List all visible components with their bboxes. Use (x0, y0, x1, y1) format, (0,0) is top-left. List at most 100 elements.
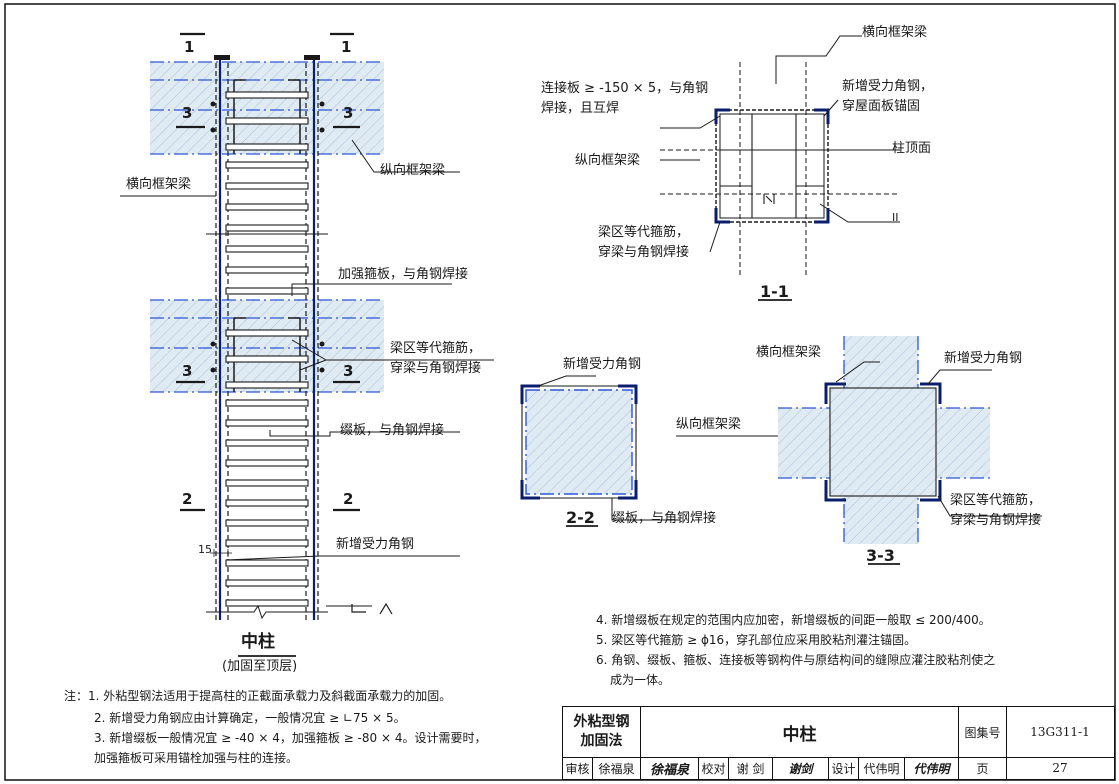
note-1: 注：1. 外粘型钢法适用于提高柱的正截面承载力及斜截面承载力的加固。 (64, 689, 452, 703)
batten-plate-22 (225, 579, 309, 587)
section-mark-2-right: 2 (343, 490, 354, 508)
design-label: 设计 (831, 761, 856, 776)
batten-plate-10 (225, 329, 309, 337)
note-4: 4. 新增缀板在规定的范围内应加密，新增缀板的间距一般取 ≤ 200/400。 (596, 613, 991, 627)
batten-plate-11 (225, 355, 309, 363)
review-name-cell: 徐福泉 (593, 757, 641, 779)
s33-title: 3-3 (866, 546, 895, 565)
s33-label-hoop-2: 穿梁与角钢焊接 (950, 513, 1042, 528)
category-line-1: 外粘型钢 (573, 714, 630, 731)
batten-plate-3 (225, 161, 309, 169)
s11-mark: II (892, 211, 899, 224)
check-name-cell: 谢 剑 (729, 757, 773, 779)
s11-label-hoop-2: 穿梁与角钢焊接 (598, 245, 690, 260)
note-3-cont: 加强箍板可采用锚栓加强与柱的连接。 (94, 751, 299, 765)
batten-plate-0 (225, 91, 309, 99)
note-6-cont: 成为一体。 (610, 673, 671, 687)
design-signature-cell: 代伟明 (905, 757, 959, 779)
page-no: 27 (1052, 761, 1068, 775)
batten-plate-21 (225, 559, 309, 567)
check-name: 谢 剑 (736, 761, 765, 776)
label-strengthen-hoop: 加强箍板，与角钢焊接 (338, 267, 469, 282)
column-elevation (120, 32, 494, 657)
s22-title: 2-2 (566, 508, 595, 527)
batten-plate-5 (225, 203, 309, 211)
batten-plate-2 (225, 143, 309, 151)
section-mark-1-left: 1 (184, 38, 195, 56)
batten-plate-19 (225, 519, 309, 527)
section-mark-1-right: 1 (341, 38, 352, 56)
title-block: 外粘型钢 加固法 中柱 图集号 13G311-1 审核 徐福泉 徐福泉 校对 谢… (562, 706, 1115, 780)
label-longitudinal-beam: 纵向框架梁 (380, 163, 446, 178)
section-2-2 (520, 375, 680, 527)
note-3: 3. 新增缀板一般情况宜 ≥ -40 × 4，加强箍板 ≥ -80 × 4。设计… (94, 731, 487, 745)
drawing-title: 中柱 (782, 724, 817, 745)
section-mark-3-right-top: 3 (343, 104, 354, 122)
check-label: 校对 (701, 761, 726, 776)
review-name: 徐福泉 (598, 761, 635, 776)
page-label: 页 (976, 761, 989, 776)
drawing-title-cell: 中柱 (641, 707, 959, 757)
s11-title: 1-1 (760, 282, 789, 301)
batten-plate-13 (225, 399, 309, 407)
column-subtitle: (加固至顶层) (222, 659, 298, 674)
batten-plate-4 (225, 182, 309, 190)
batten-plate-8 (225, 266, 309, 274)
review-signature-cell: 徐福泉 (641, 757, 699, 779)
section-3-3 (676, 336, 1042, 565)
label-beam-zone-hoop-1: 梁区等代箍筋， (390, 341, 482, 356)
atlas-no-label-cell: 图集号 (959, 707, 1007, 757)
batten-plate-15 (225, 439, 309, 447)
note-5: 5. 梁区等代箍筋 ≥ ϕ16，穿孔部位应采用胶粘剂灌注锚固。 (596, 633, 917, 647)
atlas-no: 13G311-1 (1030, 725, 1090, 739)
check-signature: 谢剑 (788, 761, 813, 776)
sheet-border (4, 3, 1116, 781)
review-signature: 徐福泉 (649, 762, 689, 778)
s11-label-hoop-1: 梁区等代箍筋， (598, 225, 690, 240)
review-label-cell: 审核 (563, 757, 593, 779)
label-new-angle-steel: 新增受力角钢 (336, 537, 415, 552)
batten-plate-12 (225, 381, 309, 389)
section-mark-3-left-mid: 3 (182, 362, 193, 380)
label-transverse-beam: 横向框架梁 (126, 177, 192, 192)
category-cell: 外粘型钢 加固法 (563, 707, 641, 757)
design-label-cell: 设计 (829, 757, 859, 779)
category-line-2: 加固法 (580, 733, 623, 749)
design-name-cell: 代伟明 (859, 757, 905, 779)
design-signature: 代伟明 (913, 761, 950, 776)
label-batten-plate: 缀板，与角钢焊接 (340, 423, 445, 438)
section-mark-2-left: 2 (182, 490, 193, 508)
page-no-cell: 27 (1007, 757, 1113, 779)
atlas-no-label: 图集号 (964, 725, 1001, 740)
s22-label-batten: 缀板，与角钢焊接 (612, 511, 717, 526)
check-label-cell: 校对 (699, 757, 729, 779)
section-mark-3-left-top: 3 (182, 104, 193, 122)
s11-label-connect-plate-1: 连接板 ≥ -150 × 5，与角钢 (541, 81, 709, 96)
batten-plate-23 (225, 599, 309, 607)
s11-label-longitudinal-beam: 纵向框架梁 (575, 153, 641, 168)
check-signature-cell: 谢剑 (773, 757, 829, 779)
batten-plate-17 (225, 479, 309, 487)
page-label-cell: 页 (959, 757, 1007, 779)
batten-plate-7 (225, 245, 309, 253)
s33-label-transverse-beam: 横向框架梁 (756, 345, 822, 360)
batten-plate-18 (225, 499, 309, 507)
s11-label-column-top: 柱顶面 (892, 141, 932, 156)
section-mark-3-right-mid: 3 (343, 362, 354, 380)
dimension-15: 15 (198, 543, 212, 556)
section-1-1 (660, 35, 900, 301)
atlas-no-cell: 13G311-1 (1007, 707, 1113, 757)
batten-plate-9 (225, 287, 309, 295)
label-beam-zone-hoop-2: 穿梁与角钢焊接 (390, 361, 482, 376)
design-name: 代伟明 (863, 761, 900, 776)
s11-label-new-angle-2: 穿屋面板锚固 (842, 99, 921, 114)
batten-plate-6 (225, 224, 309, 232)
batten-plate-1 (225, 117, 309, 125)
s11-label-connect-plate-2: 焊接，且互焊 (541, 101, 620, 116)
batten-plate-20 (225, 539, 309, 547)
batten-plate-14 (225, 419, 309, 427)
s11-label-transverse-beam: 横向框架梁 (862, 25, 928, 40)
review-label: 审核 (565, 761, 590, 776)
batten-plate-16 (225, 459, 309, 467)
